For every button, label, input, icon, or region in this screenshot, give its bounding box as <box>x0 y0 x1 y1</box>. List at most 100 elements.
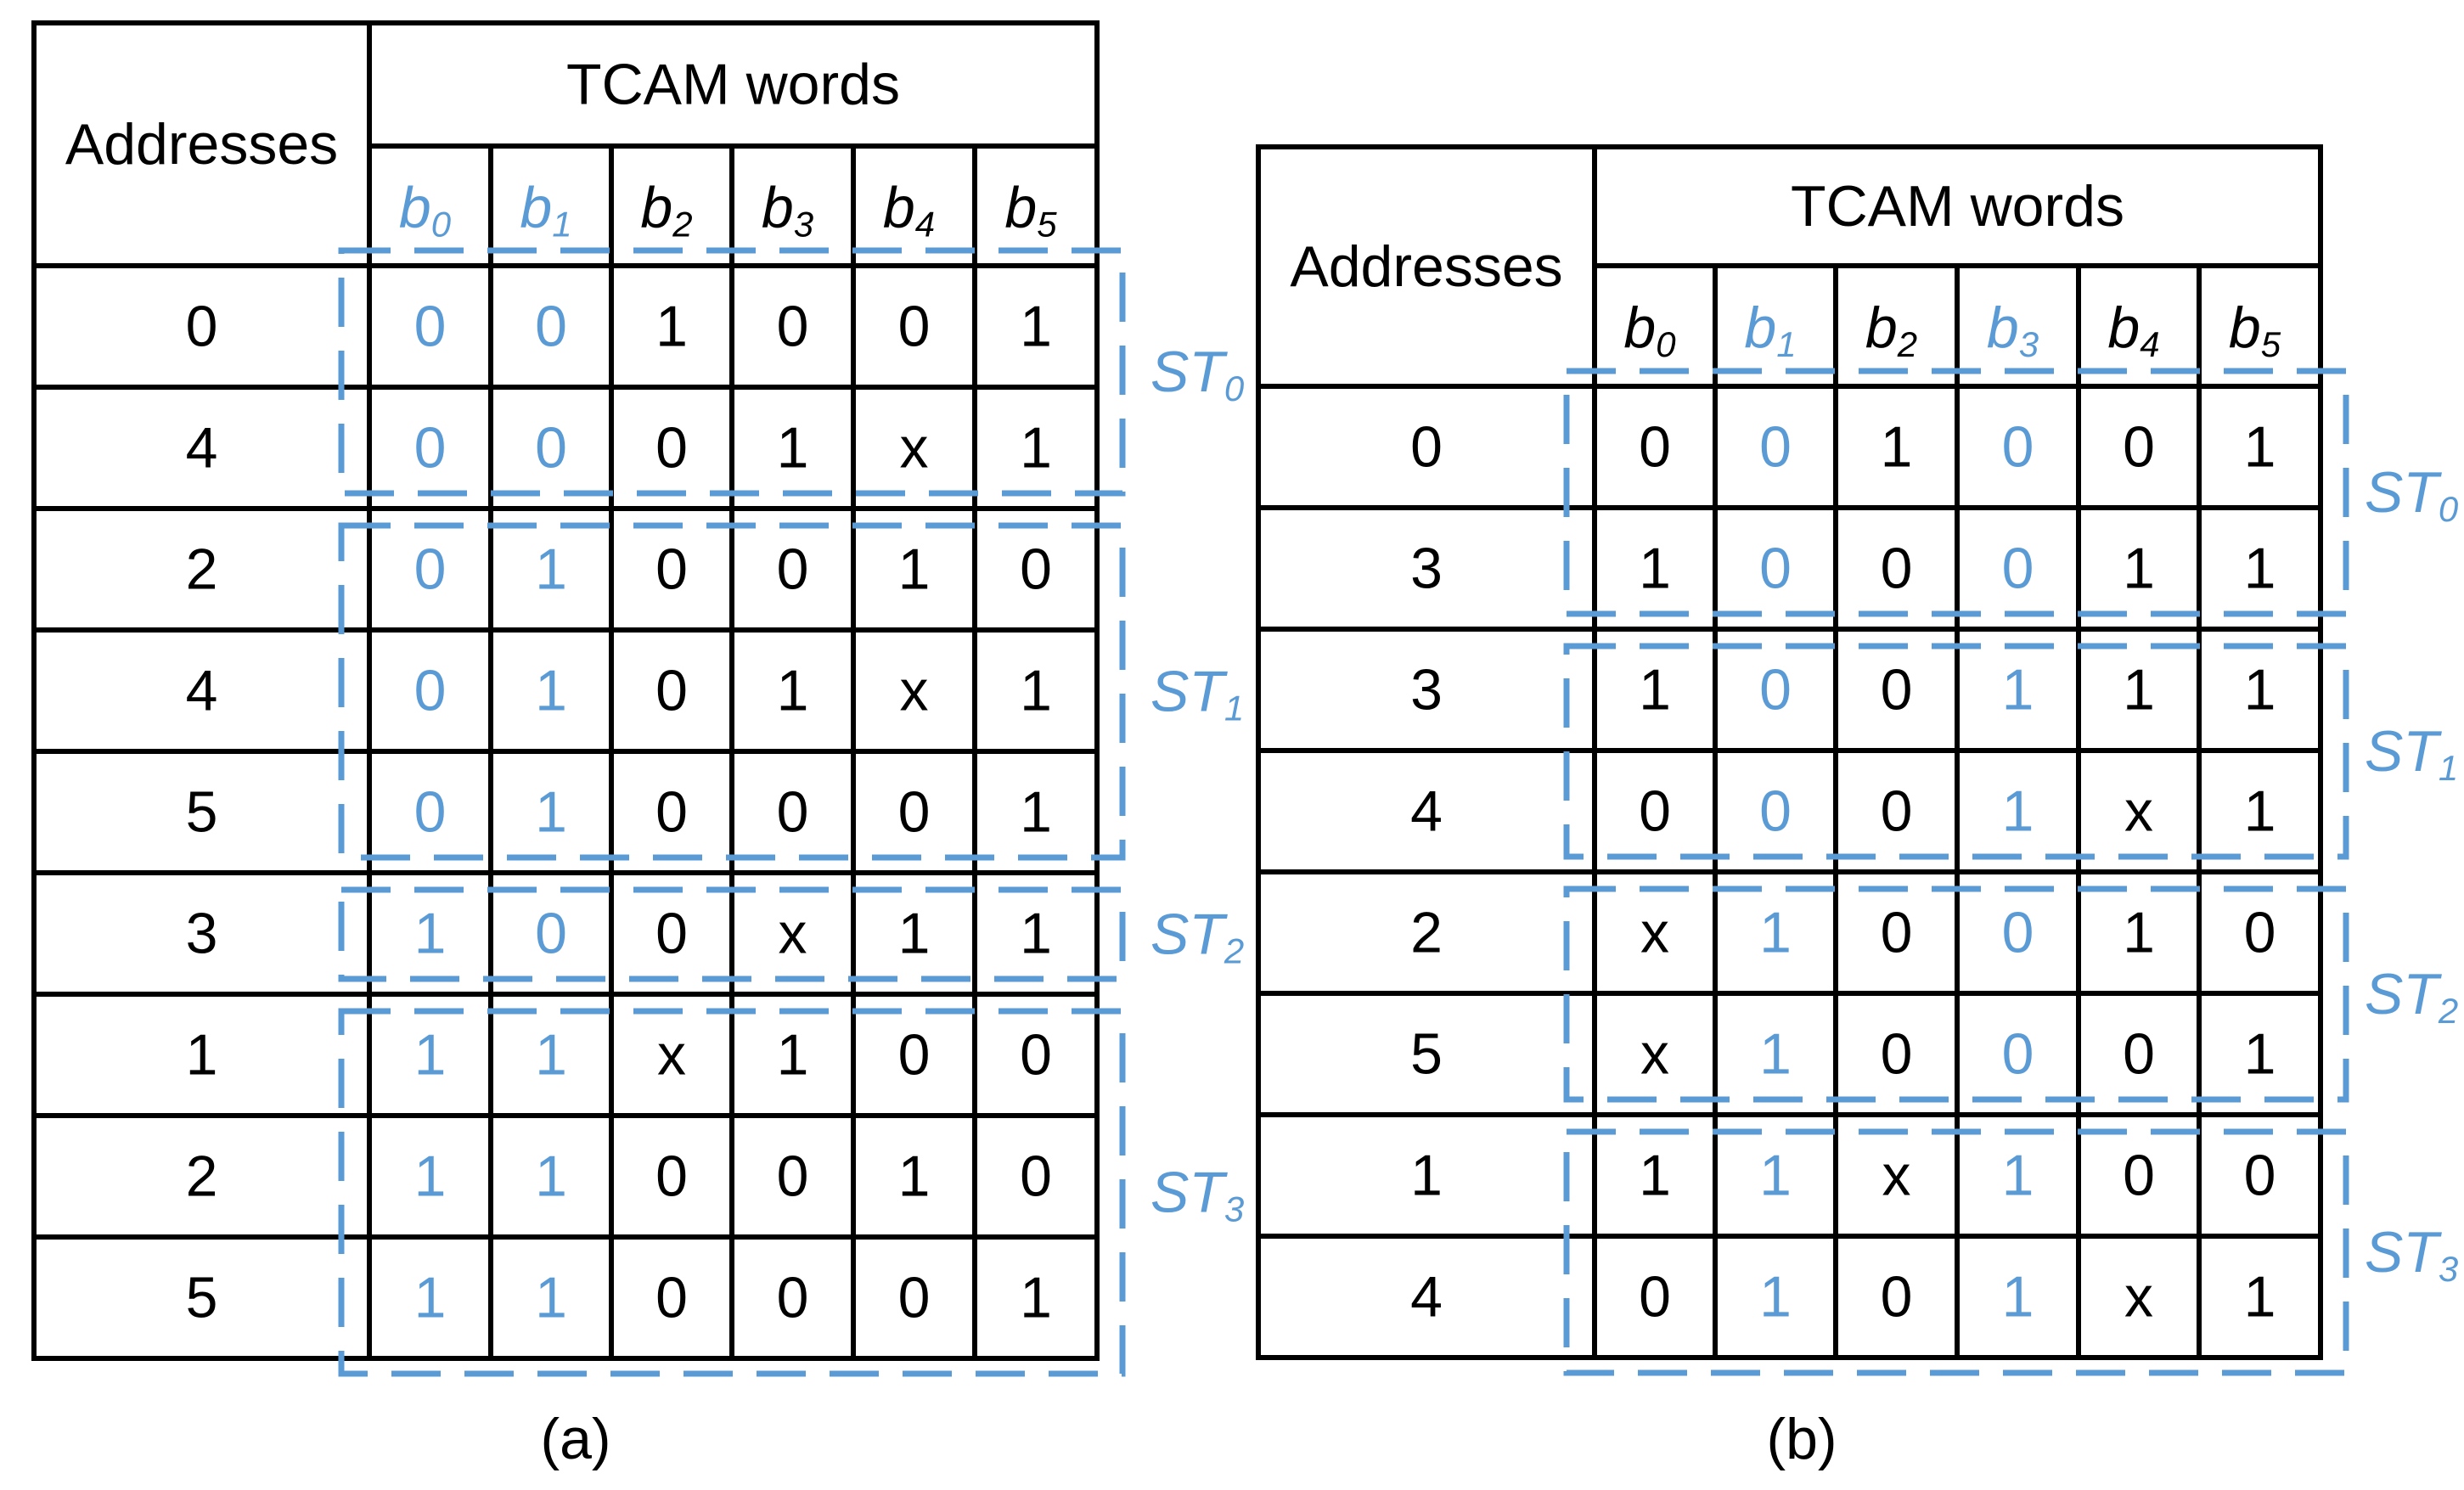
bit-cell: 1 <box>2123 658 2155 723</box>
bit-cell: x <box>779 902 807 966</box>
subtable-box-st0 <box>1563 368 2349 617</box>
bit-cell: x <box>900 416 929 481</box>
bit-cell: 1 <box>414 1266 447 1330</box>
bit-header-b0: b0 <box>1623 295 1676 364</box>
svg-text:ST2: ST2 <box>1150 902 1244 971</box>
bit-cell: 1 <box>2244 779 2276 844</box>
bit-cell: 0 <box>414 416 447 481</box>
bit-cell: 1 <box>1020 295 1052 359</box>
bit-header-b5: b5 <box>1004 176 1057 245</box>
bit-cell: 1 <box>1020 659 1052 723</box>
bit-cell: 0 <box>777 1266 809 1330</box>
subtable-label-st1: ST1 <box>1150 660 1244 728</box>
bit-cell: 1 <box>2244 1265 2276 1330</box>
svg-text:b4: b4 <box>2107 295 2159 364</box>
bit-cell: 0 <box>2002 901 2034 965</box>
svg-text:ST0: ST0 <box>2365 460 2459 529</box>
bit-header-b3: b3 <box>1987 295 2039 364</box>
bit-header-b1: b1 <box>1744 295 1796 364</box>
bit-cell: 1 <box>1759 1265 1792 1330</box>
svg-text:b0: b0 <box>1623 295 1676 364</box>
bit-cell: x <box>1640 1022 1669 1087</box>
bit-header-b3: b3 <box>762 176 813 245</box>
subtable-label-st2: ST2 <box>1150 902 1244 971</box>
bit-cell: 0 <box>414 659 447 723</box>
bit-cell: 0 <box>1881 658 1913 723</box>
bit-cell: 1 <box>1759 1144 1792 1208</box>
bit-header-b2: b2 <box>640 176 692 245</box>
svg-text:ST3: ST3 <box>1150 1161 1244 1229</box>
tcam-words-header: TCAM words <box>566 53 900 117</box>
bit-cell: 0 <box>1020 1023 1052 1088</box>
address-cell: 4 <box>186 416 218 481</box>
bit-header-b5: b5 <box>2229 295 2281 364</box>
svg-text:b0: b0 <box>399 176 452 245</box>
bit-cell: 0 <box>655 780 688 845</box>
bit-cell: 0 <box>2244 1144 2276 1208</box>
subtable-box-st2 <box>338 886 1126 982</box>
bit-cell: 0 <box>2123 1022 2155 1087</box>
svg-text:ST2: ST2 <box>2365 962 2458 1031</box>
bit-cell: 0 <box>898 1023 931 1088</box>
bit-cell: 1 <box>2244 658 2276 723</box>
bit-cell: x <box>900 659 929 723</box>
bit-cell: 1 <box>1639 1144 1671 1208</box>
bit-cell: 0 <box>1020 537 1052 602</box>
bit-cell: 1 <box>1020 902 1052 966</box>
bit-cell: 0 <box>1759 537 1792 601</box>
address-cell: 2 <box>1410 901 1443 965</box>
table-caption: (b) <box>1766 1407 1837 1471</box>
bit-cell: 1 <box>2244 1022 2276 1087</box>
bit-cell: 0 <box>1881 901 1913 965</box>
bit-cell: x <box>2124 1265 2153 1330</box>
bit-cell: 0 <box>898 780 931 845</box>
bit-cell: 0 <box>2123 415 2155 480</box>
address-cell: 4 <box>1410 779 1443 844</box>
bit-cell: 1 <box>777 416 809 481</box>
bit-cell: 0 <box>2123 1144 2155 1208</box>
svg-text:ST3: ST3 <box>2365 1220 2458 1289</box>
svg-text:b5: b5 <box>1004 176 1057 245</box>
bit-cell: 0 <box>898 1266 931 1330</box>
address-cell: 1 <box>1410 1144 1443 1208</box>
bit-cell: 0 <box>414 295 447 359</box>
address-cell: 3 <box>1410 537 1443 601</box>
svg-text:b4: b4 <box>883 176 935 245</box>
bit-header-b4: b4 <box>883 176 935 245</box>
address-cell: 3 <box>1410 658 1443 723</box>
bit-cell: 0 <box>2002 415 2034 480</box>
bit-cell: 0 <box>777 780 809 845</box>
bit-cell: 1 <box>535 1023 567 1088</box>
bit-cell: 0 <box>777 1144 809 1209</box>
bit-cell: 1 <box>2123 901 2155 965</box>
bit-cell: 1 <box>2244 537 2276 601</box>
subtable-box-st3 <box>1563 1128 2349 1376</box>
bit-cell: x <box>1882 1144 1911 1208</box>
bit-cell: 1 <box>414 1023 447 1088</box>
address-cell: 4 <box>186 659 218 723</box>
bit-cell: 1 <box>2002 779 2034 844</box>
bit-cell: 0 <box>2002 1022 2034 1087</box>
address-cell: 2 <box>186 537 218 602</box>
bit-cell: 1 <box>2002 1265 2034 1330</box>
bit-cell: 0 <box>535 902 567 966</box>
subtable-box-st3 <box>338 1008 1126 1377</box>
svg-text:b2: b2 <box>1865 295 1917 364</box>
subtable-label-st0: ST0 <box>2365 460 2459 529</box>
bit-header-b4: b4 <box>2107 295 2159 364</box>
svg-text:b3: b3 <box>762 176 813 245</box>
bit-cell: 0 <box>1881 537 1913 601</box>
bit-cell: 0 <box>1881 1022 1913 1087</box>
svg-text:ST0: ST0 <box>1150 340 1245 408</box>
bit-cell: 1 <box>535 1266 567 1330</box>
bit-cell: 0 <box>1639 1265 1671 1330</box>
